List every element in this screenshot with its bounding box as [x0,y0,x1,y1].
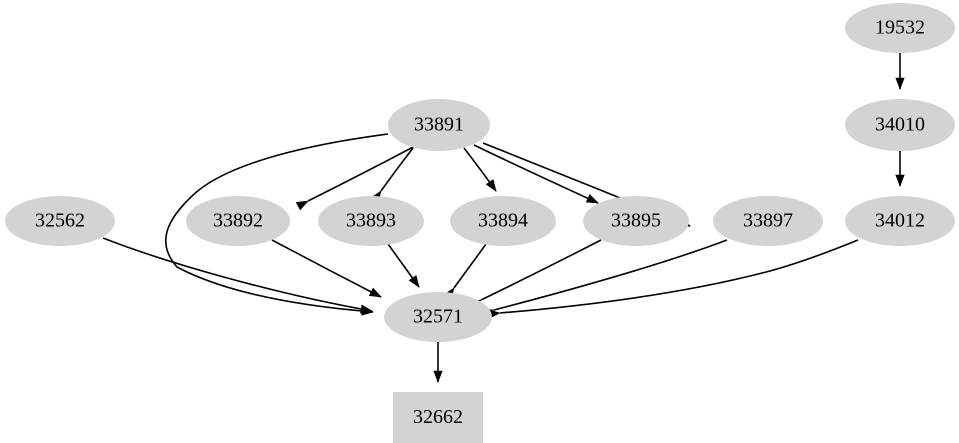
node-ellipse-shape[interactable] [583,196,689,246]
edge-33891-to-33895 [473,144,599,204]
node-ellipse-shape[interactable] [186,196,290,246]
edge-line [102,237,373,312]
edge-arrowhead [895,77,905,90]
node-ellipse-shape[interactable] [318,196,424,246]
edge-arrowhead [368,287,382,298]
edge-line [493,239,728,311]
node-ellipse-shape[interactable] [713,196,823,246]
edge-line [307,145,416,202]
edge-33892-to-32571 [271,239,382,298]
node-ellipse-shape[interactable] [5,196,115,246]
node-33891[interactable]: 33891 [388,99,490,151]
edge-arrowhead [360,304,373,314]
node-box-shape[interactable] [393,392,483,443]
node-34012[interactable]: 34012 [845,196,955,246]
node-ellipse-shape[interactable] [450,196,556,246]
edge-19532-to-34010 [895,53,905,90]
edge-34010-to-34012 [895,151,905,187]
node-33897[interactable]: 33897 [713,196,823,246]
edge-33893-to-32571 [387,243,420,288]
node-32562[interactable]: 32562 [5,196,115,246]
nodes-layer: 33891 32562 33892 33893 33894 33895 33897 34012… [5,3,955,443]
node-32662[interactable]: 32662 [393,392,483,443]
edge-arrowhead [295,200,309,211]
edge-line [453,243,487,289]
edge-line [380,147,414,192]
edge-line [499,239,859,314]
edge-line [165,133,389,313]
edge-arrowhead [433,370,443,383]
node-ellipse-shape[interactable] [845,99,955,151]
edge-33891-to-33894 [463,147,497,192]
edge-line [473,144,599,204]
edge-arrowhead [485,179,497,192]
node-33895[interactable]: 33895 [583,196,689,246]
edge-arrowhead [585,194,599,204]
node-32571[interactable]: 32571 [384,292,492,342]
node-33894[interactable]: 33894 [450,196,556,246]
node-ellipse-shape[interactable] [845,196,955,246]
edge-arrowhead [408,275,420,288]
node-ellipse-shape[interactable] [388,99,490,151]
edge-arrowhead [895,174,905,187]
node-ellipse-shape[interactable] [384,292,492,342]
node-33892[interactable]: 33892 [186,196,290,246]
edge-33891-to-33892 [295,145,416,211]
edge-32571-to-32662 [433,342,443,383]
edge-32562-to-32571 [102,237,373,314]
node-ellipse-shape[interactable] [845,3,955,53]
edge-line [271,239,382,298]
edge-line [480,239,602,301]
node-33893[interactable]: 33893 [318,196,424,246]
node-34010[interactable]: 34010 [845,99,955,151]
node-19532[interactable]: 19532 [845,3,955,53]
